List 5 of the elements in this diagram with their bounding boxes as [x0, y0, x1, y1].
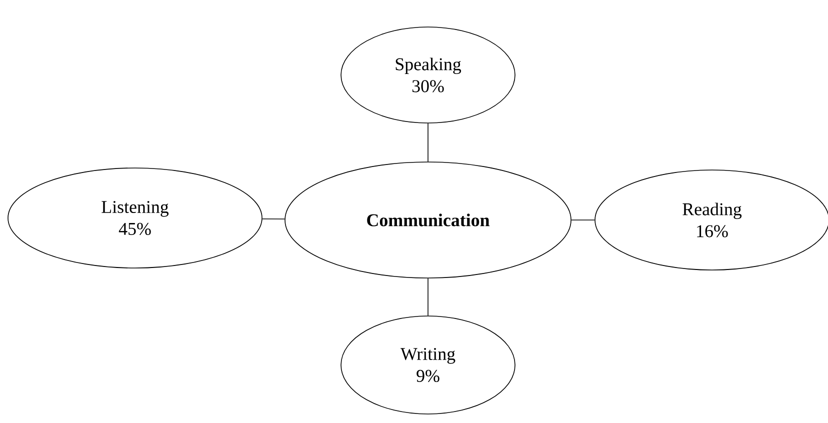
- connector-line: [262, 218, 286, 220]
- ellipse-node: Speaking 30%: [340, 26, 516, 124]
- ellipse-node: Communication: [284, 162, 572, 278]
- ellipse-node: Listening 45%: [8, 168, 262, 268]
- ellipse-node: Writing 9%: [340, 316, 516, 414]
